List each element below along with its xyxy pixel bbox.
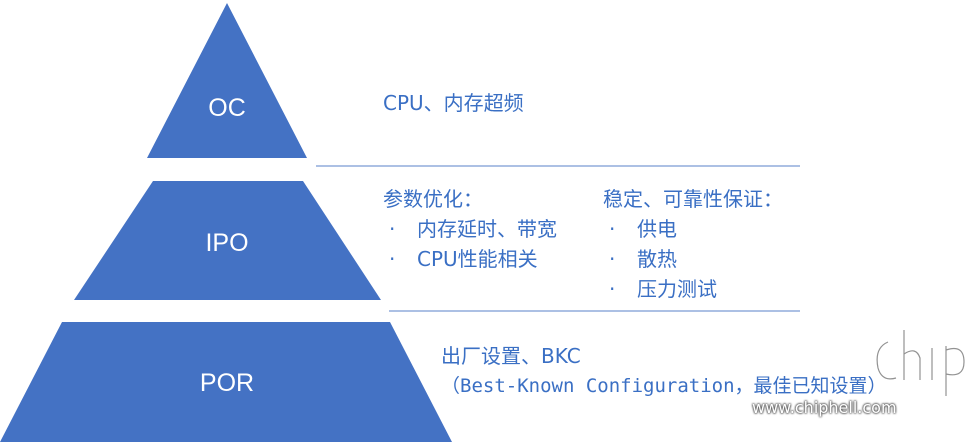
list-item: · CPU性能相关: [383, 244, 557, 274]
bullet: ·: [609, 277, 616, 301]
bullet: ·: [609, 247, 616, 271]
ipo-right-block: 稳定、可靠性保证： · 供电 · 散热 · 压力测试: [603, 184, 783, 304]
por-line-1: 出厂设置、BKC: [441, 344, 581, 368]
tier-ipo-shape: [74, 181, 381, 300]
tier-por-label: POR: [200, 369, 254, 397]
ipo-left-item: CPU性能相关: [417, 247, 538, 271]
list-item: · 内存延时、带宽: [383, 214, 557, 244]
ipo-left-title: 参数优化：: [383, 187, 483, 211]
por-line-2: （Best-Known Configuration，最佳已知设置）: [441, 375, 887, 397]
ipo-right-title: 稳定、可靠性保证：: [603, 187, 783, 211]
ipo-right-item: 散热: [637, 247, 677, 271]
bullet: ·: [609, 217, 616, 241]
ipo-left-item: 内存延时、带宽: [417, 217, 557, 241]
ipo-right-item: 压力测试: [637, 277, 717, 301]
tier-oc-shape: [147, 3, 307, 158]
tier-por-shape: [0, 322, 452, 442]
bullet: ·: [389, 247, 396, 271]
chiphell-logo-icon: [874, 327, 967, 399]
list-item: · 压力测试: [603, 274, 783, 304]
oc-description: CPU、内存超频: [383, 91, 524, 115]
ipo-left-block: 参数优化： · 内存延时、带宽 · CPU性能相关: [383, 184, 557, 274]
tier-oc-label: OC: [208, 94, 246, 122]
ipo-right-item: 供电: [637, 217, 677, 241]
watermark-url: www.chiphell.com: [752, 398, 897, 417]
list-item: · 供电: [603, 214, 783, 244]
list-item: · 散热: [603, 244, 783, 274]
bullet: ·: [389, 217, 396, 241]
por-description: 出厂设置、BKC （Best-Known Configuration，最佳已知设…: [441, 341, 887, 401]
tier-ipo-label: IPO: [205, 229, 248, 257]
